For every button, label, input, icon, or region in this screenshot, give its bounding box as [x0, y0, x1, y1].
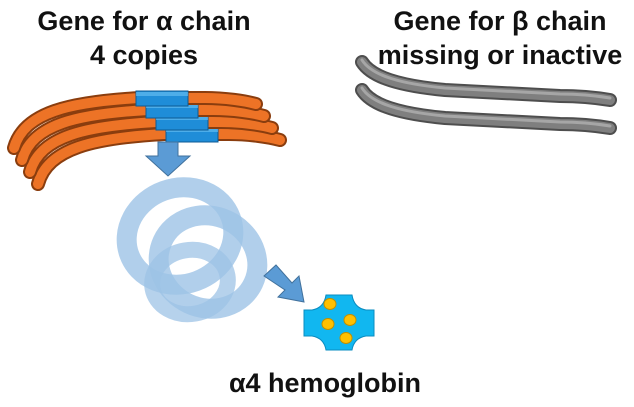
alpha-chromosome: [15, 102, 271, 167]
alpha-chromosome: [7, 90, 263, 155]
heme-dot: [343, 314, 357, 326]
beta-gene-title-line2: missing or inactive: [377, 40, 623, 70]
alpha-chromosome-group: [7, 90, 287, 191]
protein-ring-2: [148, 205, 268, 319]
alpha-chain-protein: [116, 177, 268, 323]
assembly-arrow: [263, 264, 305, 303]
heme-dot: [339, 332, 353, 344]
alpha-gene-title: Gene for α chain 4 copies: [0, 4, 288, 72]
product-label: α4 hemoglobin: [228, 368, 422, 398]
translation-arrow-down: [144, 141, 192, 177]
alpha-gene-title-line2: 4 copies: [89, 40, 199, 70]
beta-gene-title-line1: Gene for β chain: [393, 6, 607, 36]
heme-dot: [323, 298, 337, 310]
alpha-chromosome: [31, 126, 287, 191]
beta-chromosome: [355, 83, 617, 135]
beta-gene-title: Gene for β chain missing or inactive: [366, 4, 634, 72]
hemoglobin-body: [303, 294, 375, 351]
alpha-gene-title-line1: Gene for α chain: [37, 6, 251, 36]
heme-dot: [321, 318, 335, 330]
beta-chromosome-group: [355, 55, 617, 135]
beta-chromosome: [355, 55, 617, 107]
protein-ring-3: [144, 241, 236, 323]
heme-group: [321, 298, 357, 344]
alpha4-hemoglobin-molecule: [303, 294, 375, 351]
